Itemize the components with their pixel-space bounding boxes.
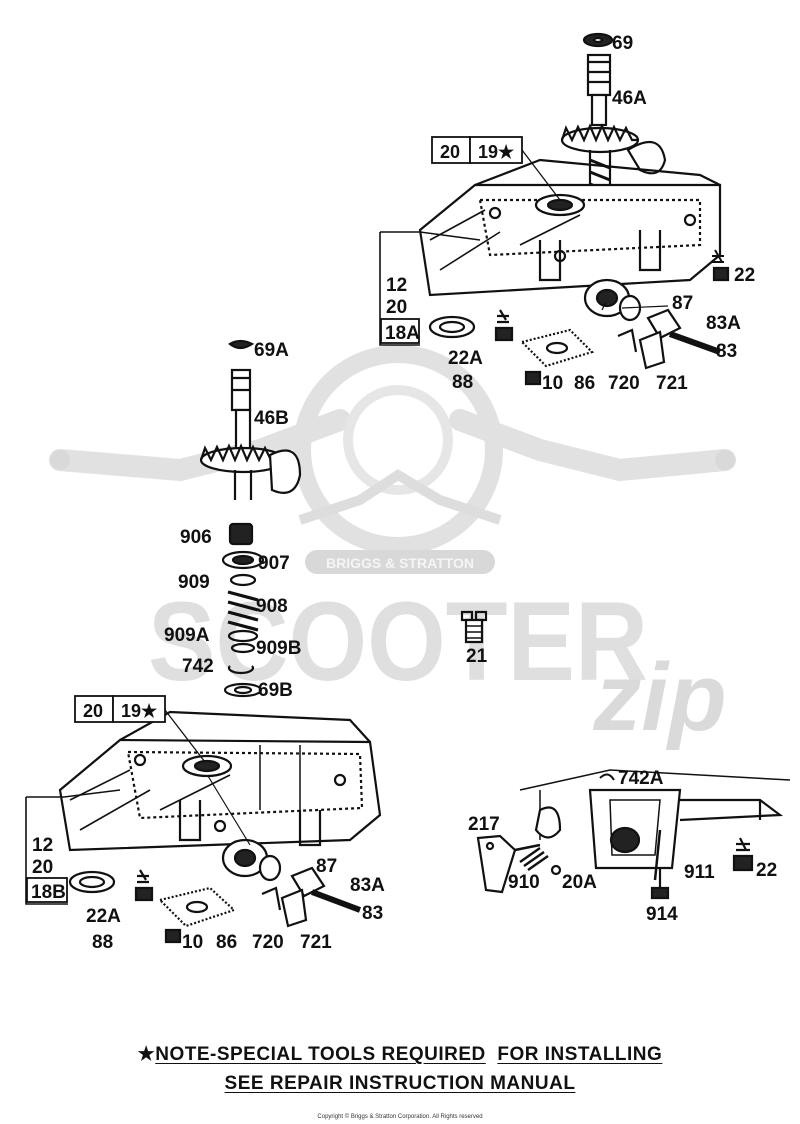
note-special-tools: NOTE-SPECIAL TOOLS REQUIRED [155, 1044, 486, 1065]
label-217: 217 [468, 814, 500, 835]
watermark-arc-text: BRIGGS & STRATTON [326, 555, 474, 571]
label-87-top: 87 [672, 293, 693, 314]
note-repair-manual: SEE REPAIR INSTRUCTION MANUAL [224, 1073, 576, 1094]
box-20-bottom-text: 20 [83, 701, 103, 721]
label-12-bottom: 12 [32, 835, 53, 856]
label-69a: 69A [254, 340, 289, 361]
label-742a: 742A [618, 768, 664, 789]
label-742: 742 [182, 656, 214, 677]
label-46b: 46B [254, 408, 289, 429]
note-for-installing: FOR INSTALLING [497, 1044, 663, 1065]
box-19-top-text: 19★ [478, 142, 515, 162]
label-914: 914 [646, 904, 678, 925]
label-911: 911 [684, 862, 715, 883]
label-721-top: 721 [656, 373, 688, 394]
copyright-text: Copyright © Briggs & Stratton Corporatio… [317, 1114, 483, 1120]
box-20-top-text: 20 [440, 142, 460, 162]
note-line-1: ★NOTE-SPECIAL TOOLS REQUIRED FOR INSTALL… [0, 1043, 800, 1066]
bottom-labels: 20 19★ 12 20 18B 22A 88 10 86 720 721 87… [26, 695, 385, 953]
watermark-script-text: zip [592, 644, 726, 751]
box-18b [26, 877, 68, 903]
label-20-bottom: 20 [32, 857, 53, 878]
label-720-top: 720 [608, 373, 640, 394]
label-18a: 18A [385, 323, 420, 344]
label-83-bottom: 83 [362, 903, 383, 924]
box-20-top [431, 136, 471, 164]
label-22-right: 22 [756, 860, 777, 881]
box-19-top [469, 136, 523, 164]
label-21: 21 [466, 646, 488, 667]
label-22a-bottom: 22A [86, 906, 121, 927]
label-69b: 69B [258, 680, 293, 701]
label-721-bottom: 721 [300, 932, 332, 953]
bottom-sump-assembly [25, 710, 382, 944]
label-88-bottom: 88 [92, 932, 113, 953]
box-19-bottom-text: 19★ [121, 701, 158, 721]
box-20-bottom [74, 695, 114, 723]
right-labels: 742A 217 910 20A 911 22 914 [468, 768, 777, 925]
label-906: 906 [180, 527, 212, 548]
label-46a: 46A [612, 88, 647, 109]
top-labels: 69 46A 22 87 83A 83 12 20 18A 22A 88 10 … [380, 33, 755, 394]
label-20a: 20A [562, 872, 597, 893]
label-720-bottom: 720 [252, 932, 284, 953]
top-sump-assembly [379, 32, 730, 386]
label-20-top: 20 [386, 297, 407, 318]
label-22a-top: 22A [448, 348, 483, 369]
label-86-top: 86 [574, 373, 595, 394]
label-909: 909 [178, 572, 210, 593]
note-star: ★ [137, 1044, 156, 1065]
label-10-bottom: 10 [182, 932, 203, 953]
scooter-zip-watermark: BRIGGS & STRATTON SCOOTER zip [49, 345, 736, 751]
label-83a-top: 83A [706, 313, 741, 334]
label-909a: 909A [164, 625, 210, 646]
middle-cam-stack [199, 339, 488, 698]
watermark-big-text: SCOOTER [148, 579, 648, 704]
label-910: 910 [508, 872, 540, 893]
label-83-top: 83 [716, 341, 737, 362]
box-19-bottom [112, 695, 166, 723]
label-12-top: 12 [386, 275, 407, 296]
label-69: 69 [612, 33, 633, 54]
label-909b: 909B [256, 638, 301, 659]
box-18a [380, 318, 420, 344]
label-22-top: 22 [734, 265, 755, 286]
note-line-2: SEE REPAIR INSTRUCTION MANUAL [0, 1073, 800, 1095]
label-86-bottom: 86 [216, 932, 237, 953]
middle-labels: 69A 46B 906 907 909 908 909A 909B 742 69… [164, 340, 488, 701]
label-88-top: 88 [452, 372, 473, 393]
label-87-bottom: 87 [316, 856, 337, 877]
label-907: 907 [258, 553, 290, 574]
label-10-top: 10 [542, 373, 563, 394]
right-governor-assembly [476, 769, 791, 900]
label-83a-bottom: 83A [350, 875, 385, 896]
label-18b: 18B [31, 882, 66, 903]
label-908: 908 [256, 596, 288, 617]
